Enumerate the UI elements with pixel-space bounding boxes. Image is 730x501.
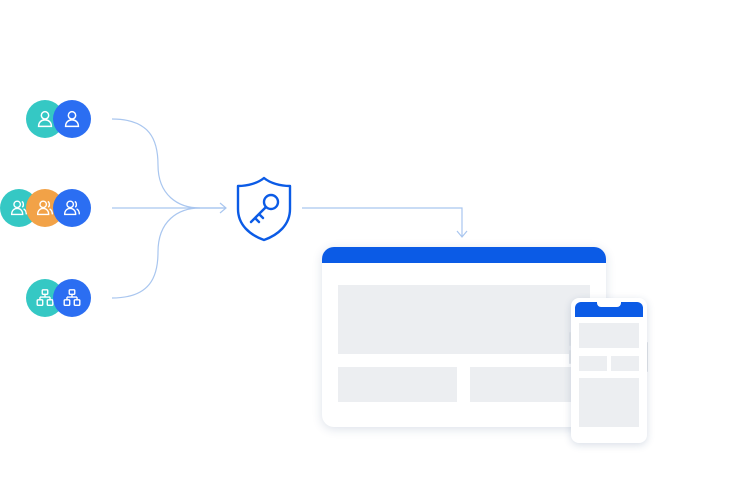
- avatar-user-blue: [53, 100, 91, 138]
- user-icon: [64, 110, 80, 128]
- shield-key-icon: [236, 176, 292, 242]
- org-chart-icon: [36, 289, 54, 307]
- phone-placeholder-bottom: [579, 378, 639, 427]
- content-placeholder-right: [470, 367, 590, 402]
- org-chart-icon: [63, 289, 81, 307]
- users-icon: [10, 200, 28, 216]
- phone-side-button-left-2: [569, 350, 571, 364]
- phone-placeholder-top: [579, 323, 639, 348]
- connector-top: [111, 118, 226, 209]
- phone-side-button-right: [646, 342, 648, 372]
- browser-window: [322, 247, 606, 427]
- mobile-phone: [571, 298, 647, 443]
- phone-placeholder-mid-left: [579, 356, 607, 371]
- connector-bottom: [111, 207, 201, 299]
- user-icon: [37, 110, 53, 128]
- avatar-org-blue: [53, 279, 91, 317]
- phone-placeholder-mid-right: [611, 356, 639, 371]
- content-placeholder-left: [338, 367, 457, 402]
- avatar-team-blue: [53, 189, 91, 227]
- users-icon: [36, 200, 54, 216]
- browser-title-bar: [322, 247, 606, 263]
- connector-to-screens: [302, 207, 463, 236]
- arrowhead-screens: [456, 230, 468, 238]
- phone-status-bar: [575, 302, 643, 317]
- content-placeholder-main: [338, 285, 590, 354]
- phone-side-button-left: [569, 332, 571, 346]
- arrowhead-shield: [219, 202, 227, 214]
- users-icon: [63, 200, 81, 216]
- phone-notch: [597, 302, 621, 307]
